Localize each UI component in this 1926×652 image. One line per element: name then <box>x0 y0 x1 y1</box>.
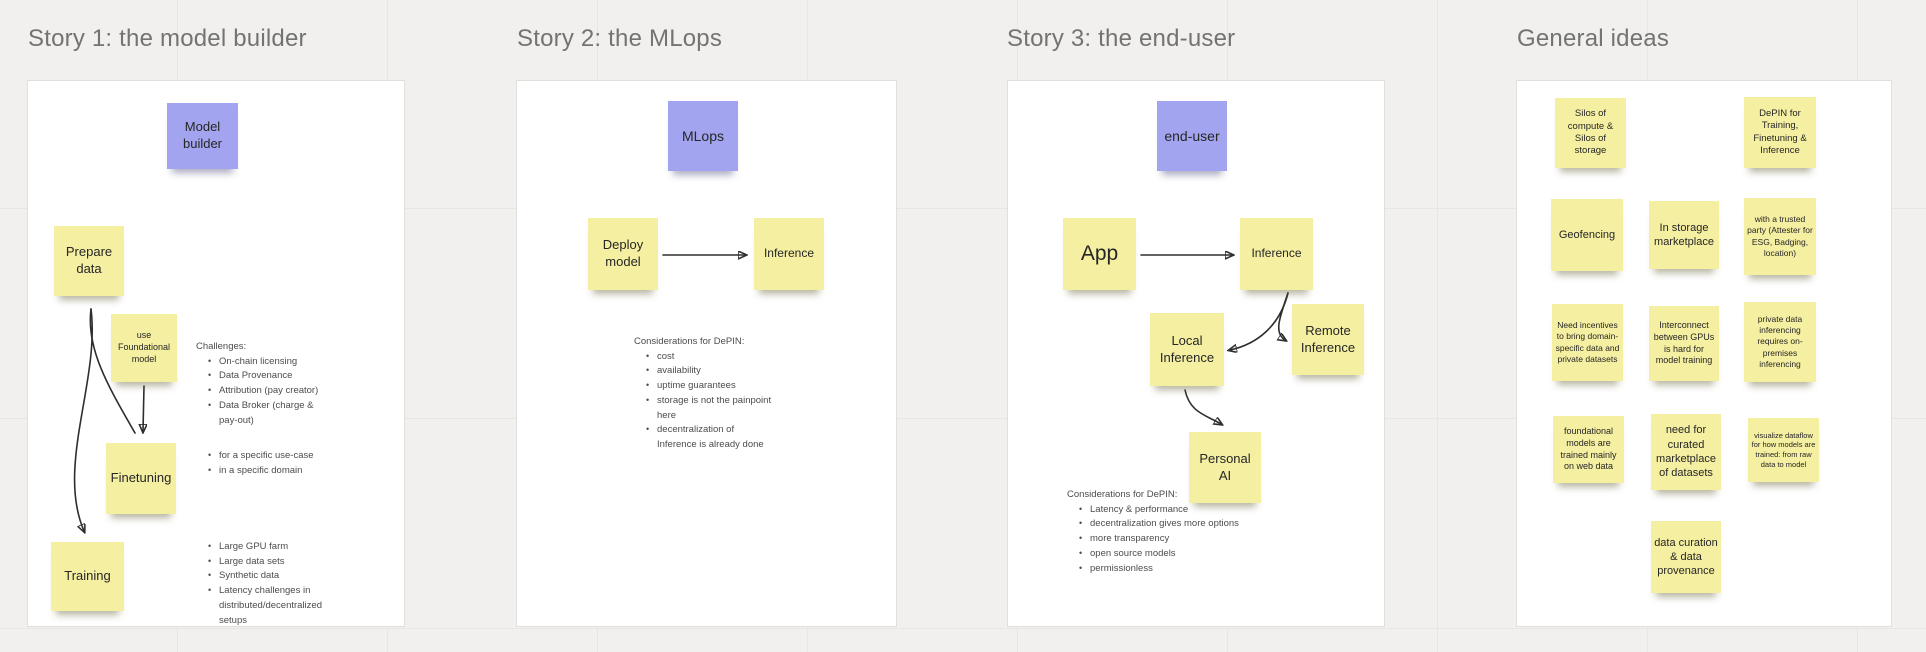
sticky-curated-marketplace[interactable]: need for curated marketplace of datasets <box>1651 414 1721 490</box>
note-challenges[interactable]: Challenges: • On-chain licensing • Data Pr… <box>196 340 320 428</box>
note-line: Data Provenance <box>219 370 293 382</box>
bullet-dot: • <box>646 365 650 376</box>
bullet-dot: • <box>1079 547 1083 558</box>
note-line: Synthetic data <box>219 570 280 582</box>
bullet-dot: • <box>208 450 212 460</box>
connector-local-to-personal-ai[interactable] <box>1184 389 1221 424</box>
bullet-dot: • <box>1079 503 1083 514</box>
bullet-dot: • <box>1079 518 1083 529</box>
bullet-dot: • <box>208 370 212 381</box>
sticky-inference[interactable]: Inference <box>754 218 824 290</box>
frame-title-story1[interactable]: Story 1: the model builder <box>28 25 307 52</box>
sticky-trusted-party[interactable]: with a trusted party (Attester for ESG, … <box>1744 198 1816 275</box>
note-line: decentralization of Inference is already… <box>657 424 764 451</box>
connector-prepare-to-training[interactable] <box>73 308 93 531</box>
sticky-foundational-web-data[interactable]: foundational models are trained mainly o… <box>1553 416 1624 483</box>
sticky-finetuning[interactable]: Finetuning <box>106 443 176 514</box>
note-line: Latency & performance <box>1090 503 1189 515</box>
bullet-dot: • <box>646 424 650 435</box>
sticky-model-builder[interactable]: Model builder <box>167 103 238 169</box>
sticky-data-curation[interactable]: data curation & data provenance <box>1651 521 1721 593</box>
note-line: for a specific use-case <box>219 450 314 461</box>
frame-title-story2[interactable]: Story 2: the MLops <box>517 25 723 52</box>
note-training[interactable]: • Large GPU farm • Large data sets • Synthe… <box>208 540 326 628</box>
bullet-dot: • <box>208 355 212 366</box>
sticky-training[interactable]: Training <box>51 542 124 611</box>
note-heading: Considerations for DePIN: <box>634 336 745 347</box>
note-line: in a specific domain <box>219 464 303 476</box>
note-line: storage is not the painpoint here <box>657 394 772 421</box>
note-line: open source models <box>1090 547 1176 559</box>
bullet-dot: • <box>208 570 212 581</box>
bullet-dot: • <box>646 380 650 391</box>
connector-inference-to-remote[interactable] <box>1279 292 1289 340</box>
bullet-dot: • <box>208 585 212 596</box>
bullet-dot: • <box>208 385 212 396</box>
sticky-storage-marketplace[interactable]: In storage marketplace <box>1649 201 1719 269</box>
note-heading: Challenges: <box>196 341 247 352</box>
note-line: cost <box>657 350 675 362</box>
bullet-dot: • <box>208 464 212 475</box>
sticky-remote-inference[interactable]: Remote Inference <box>1292 304 1364 375</box>
sticky-local-inference[interactable]: Local Inference <box>1150 313 1224 386</box>
frame-story2[interactable]: MLops Deploy model Inference Considerati… <box>516 80 897 627</box>
note-heading: Considerations for DePIN: <box>1067 489 1178 500</box>
sticky-prepare-data[interactable]: Prepare data <box>54 226 124 296</box>
sticky-depin-for-training[interactable]: DePIN for Training, Finetuning & Inferen… <box>1744 97 1816 168</box>
bullet-dot: • <box>208 399 212 410</box>
connector-inference-to-local[interactable] <box>1230 292 1289 350</box>
sticky-geofencing[interactable]: Geofencing <box>1551 199 1623 271</box>
note-line: Data Broker (charge & pay-out) <box>219 399 314 426</box>
sticky-visualize-dataflow[interactable]: visualize dataflow for how models are tr… <box>1748 418 1819 482</box>
note-line: Large GPU farm <box>219 541 289 552</box>
sticky-interconnect-gpus[interactable]: Interconnect between GPUs is hard for mo… <box>1649 306 1719 381</box>
note-considerations-enduser[interactable]: Considerations for DePIN: • Latency & per… <box>1067 488 1252 576</box>
connector-foundational-to-finetuning[interactable] <box>143 385 144 431</box>
sticky-use-foundational-model[interactable]: use Foundational model <box>111 314 177 382</box>
note-line: On-chain licensing <box>219 355 298 367</box>
note-line: Latency challenges in distributed/decent… <box>219 585 322 626</box>
sticky-end-user[interactable]: end-user <box>1157 101 1227 171</box>
note-line: availability <box>657 365 701 377</box>
note-line: Large data sets <box>219 555 285 567</box>
bullet-dot: • <box>646 394 650 405</box>
sticky-app[interactable]: App <box>1063 218 1136 290</box>
sticky-personal-ai[interactable]: Personal AI <box>1189 432 1261 503</box>
sticky-inference[interactable]: Inference <box>1240 218 1313 290</box>
sticky-private-data-inferencing[interactable]: private data inferencing requires on-pre… <box>1744 302 1816 382</box>
bullet-dot: • <box>208 555 212 566</box>
note-considerations-mlops[interactable]: Considerations for DePIN: • cost • availab… <box>634 335 786 453</box>
frame-story1[interactable]: Model builder Prepare data use Foundatio… <box>27 80 405 627</box>
note-line: decentralization gives more options <box>1090 518 1239 530</box>
bullet-dot: • <box>208 541 212 551</box>
sticky-need-incentives[interactable]: Need incentives to bring domain-specific… <box>1552 304 1623 381</box>
bullet-dot: • <box>1079 533 1083 544</box>
note-line: uptime guarantees <box>657 380 736 392</box>
frame-general[interactable]: Silos of compute & Silos of storage DePI… <box>1516 80 1892 627</box>
bullet-dot: • <box>646 350 650 361</box>
frame-title-story3[interactable]: Story 3: the end-user <box>1007 25 1236 52</box>
sticky-deploy-model[interactable]: Deploy model <box>588 218 658 290</box>
sticky-mlops[interactable]: MLops <box>668 101 738 171</box>
note-finetuning[interactable]: • for a specific use-case • in a specific … <box>208 449 348 478</box>
frame-story3[interactable]: end-user App Inference Local Inference R… <box>1007 80 1385 627</box>
note-line: more transparency <box>1090 533 1170 545</box>
note-line: Attribution (pay creator) <box>219 385 319 397</box>
note-line: permissionless <box>1090 562 1153 574</box>
sticky-silos[interactable]: Silos of compute & Silos of storage <box>1555 98 1626 168</box>
frame-title-general[interactable]: General ideas <box>1517 25 1670 52</box>
bullet-dot: • <box>1079 562 1083 573</box>
